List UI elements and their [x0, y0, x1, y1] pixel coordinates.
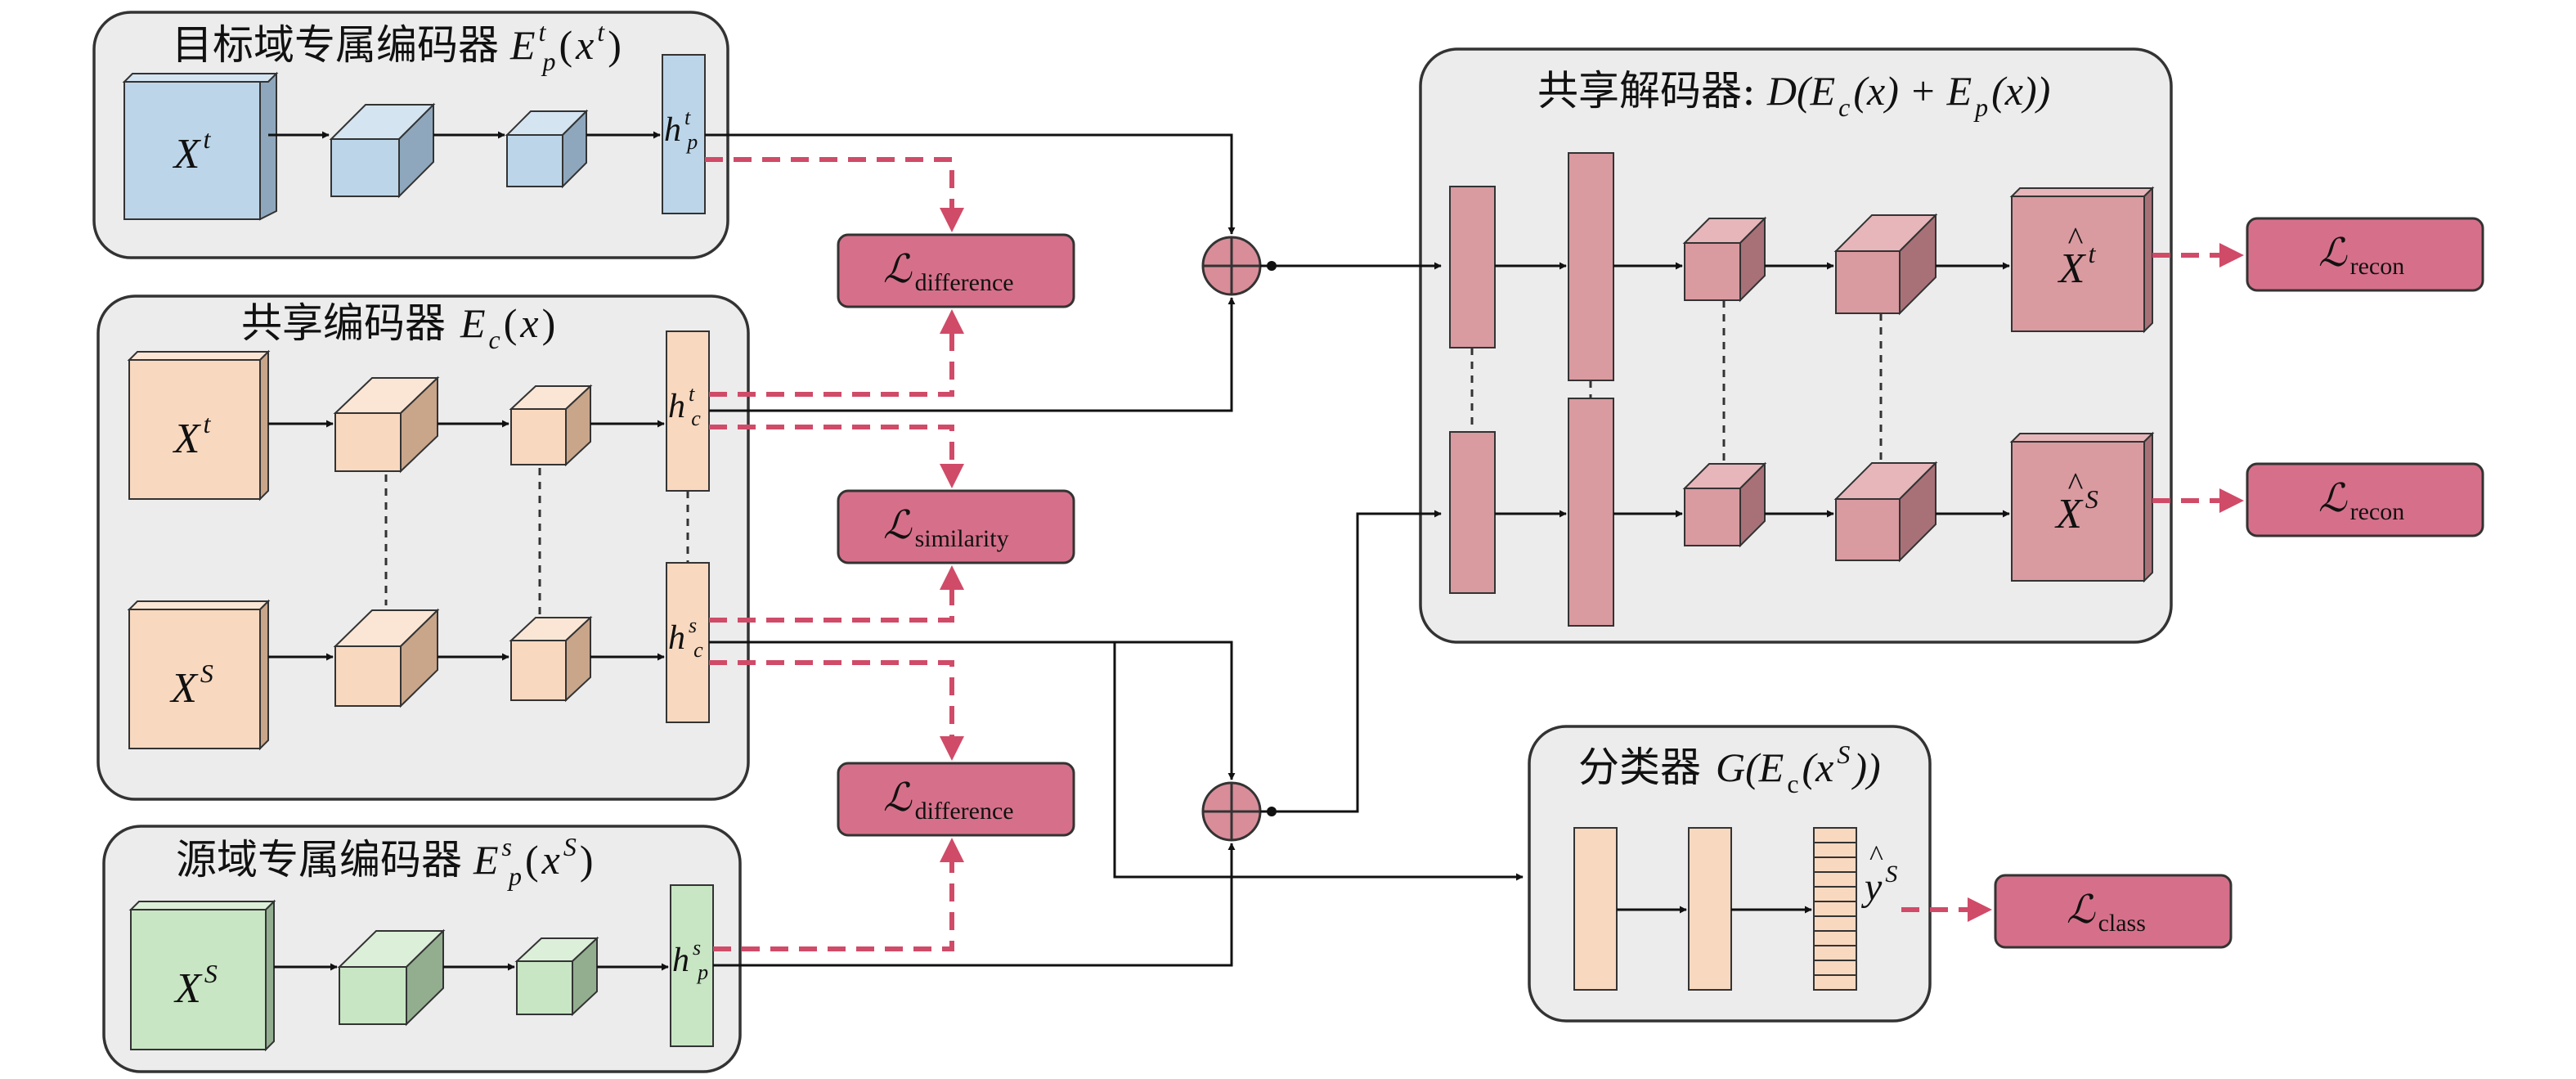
svg-text:ℒ difference: ℒ difference: [883, 776, 1014, 825]
shared-source-cube-1: [333, 608, 440, 708]
decoder-target-fc-1: [1449, 186, 1496, 348]
classifier-fc-1: [1573, 827, 1618, 991]
dash-hcs-to-similarity: [709, 565, 964, 623]
svg-text:ℒ similarity: ℒ similarity: [883, 504, 1009, 552]
decoder-target-cube-1: [1682, 216, 1767, 303]
target-private-cube-2: [505, 109, 589, 189]
shared-encoder-title: 共享编码器 E c ( x ): [241, 299, 555, 354]
decoder-source-cube-2: [1833, 461, 1938, 563]
svg-text:h s p: h s p: [672, 936, 708, 984]
classifier-fc-2: [1688, 827, 1732, 991]
loss-difference-top: ℒ difference: [837, 233, 1075, 308]
shared-target-input-block: X t: [127, 349, 271, 501]
shared-source-input-block: X S: [127, 599, 271, 751]
target-private-input-block: X t: [122, 71, 279, 221]
dash-hps-to-difference-bottom: [713, 838, 964, 951]
decoder-source-fc-2: [1568, 398, 1614, 627]
svg-text:X S: X S: [173, 959, 218, 1012]
target-private-encoder-title: 目标域专属编码器 E t p ( x t ): [172, 17, 622, 76]
svg-text:ℒ class: ℒ class: [2067, 888, 2146, 937]
svg-text:X t: X t: [173, 409, 212, 462]
loss-difference-bottom: ℒ difference: [837, 762, 1075, 837]
shared-target-cube-1: [333, 375, 440, 474]
dash-hct-to-difference-top: [709, 309, 964, 397]
shared-feature-hct: h t c: [666, 330, 710, 492]
classifier-title: 分类器 G(E c (x S )): [1578, 740, 1881, 798]
target-private-feature-hpt: h t p: [662, 54, 706, 214]
decoder-source-fc-1: [1449, 431, 1496, 594]
svg-text:^: ^: [2068, 220, 2084, 257]
source-private-encoder-title: 源域专属编码器 E s p ( x S ): [176, 832, 594, 891]
sum-node-source: [1201, 781, 1262, 842]
svg-text:X S: X S: [2054, 484, 2098, 537]
source-private-cube-1: [337, 928, 446, 1027]
svg-text:ℒ difference: ℒ difference: [883, 248, 1014, 296]
loss-similarity: ℒ similarity: [837, 489, 1075, 564]
source-private-feature-hps: h s p: [670, 884, 714, 1047]
source-private-cube-2: [514, 936, 599, 1017]
svg-text:h s c: h s c: [668, 614, 703, 662]
recon-source-output: ^ X S: [2009, 431, 2155, 583]
svg-text:^: ^: [1869, 839, 1883, 872]
shared-feature-hcs: h s c: [666, 562, 710, 723]
shared-decoder-title: 共享解码器: D(E c (x) + E p (x)): [1537, 67, 2050, 122]
decoder-target-fc-2: [1568, 152, 1614, 381]
svg-text:h t p: h t p: [664, 106, 698, 154]
loss-class: ℒ class: [1994, 874, 2233, 949]
classifier-output-vector: [1813, 827, 1857, 991]
decoder-target-cube-2: [1833, 213, 1938, 316]
sum-node-target: [1201, 236, 1262, 296]
svg-text:X t: X t: [173, 124, 212, 178]
svg-text:X t: X t: [2058, 239, 2097, 292]
target-private-cube-1: [329, 102, 436, 199]
recon-target-output: ^ X t: [2009, 186, 2155, 334]
dash-hpt-to-difference-top: [705, 157, 964, 232]
svg-text:ℒ recon: ℒ recon: [2318, 477, 2404, 525]
shared-source-cube-2: [509, 615, 593, 703]
loss-recon-bottom: ℒ recon: [2246, 462, 2484, 537]
svg-text:h t c: h t c: [668, 382, 701, 430]
dash-hct-to-similarity: [709, 425, 964, 488]
source-private-input-block: X S: [128, 899, 276, 1052]
svg-text:ℒ recon: ℒ recon: [2318, 232, 2404, 280]
decoder-source-cube-1: [1682, 461, 1767, 548]
svg-text:^: ^: [2068, 465, 2084, 502]
dash-hcs-to-difference-bottom: [709, 660, 964, 761]
svg-text:y S: y S: [1860, 861, 1897, 909]
shared-target-cube-2: [509, 384, 593, 467]
loss-recon-top: ℒ recon: [2246, 217, 2484, 292]
svg-text:X S: X S: [169, 659, 213, 712]
classifier-prediction-label: ^ y S: [1860, 839, 1897, 909]
